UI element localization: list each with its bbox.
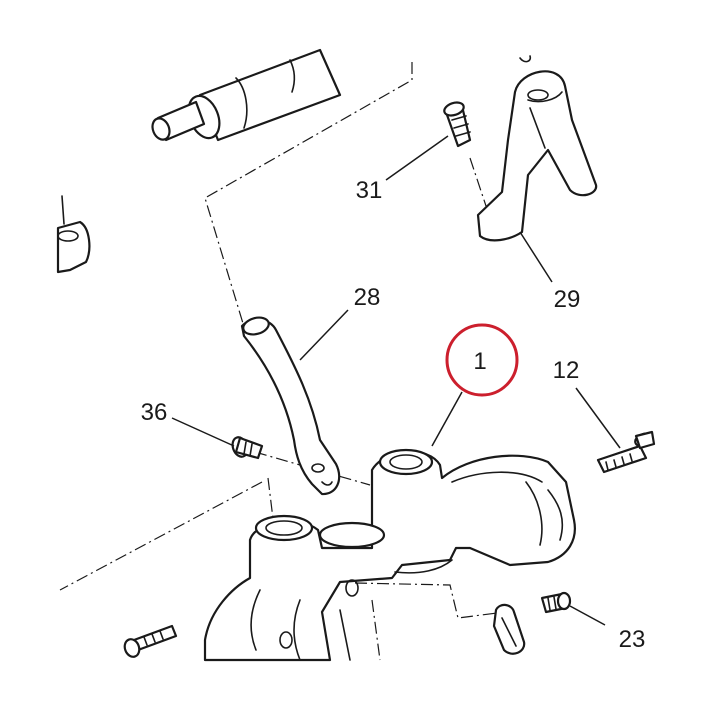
callout-31: 31: [356, 177, 383, 204]
part-1-clamp: [203, 448, 576, 662]
highlight-ring: [445, 323, 519, 397]
part-29-bracket: [476, 55, 598, 242]
callout-23: 23: [619, 626, 646, 653]
leader-lines: [171, 135, 621, 626]
screw-36: [231, 436, 264, 460]
clip-part: [492, 603, 526, 655]
screw-12: [596, 430, 656, 474]
shaft-part: [151, 48, 342, 142]
part-28-arm: [240, 316, 341, 496]
screw-23: [540, 591, 572, 614]
screw-31: [443, 101, 472, 148]
callout-36: 36: [141, 399, 168, 426]
callout-28: 28: [354, 284, 381, 311]
partial-part-left: [56, 195, 91, 274]
callout-29: 29: [554, 286, 581, 313]
screw-bottom-left: [123, 624, 178, 658]
callout-1: 1: [473, 348, 486, 375]
callout-12: 12: [553, 357, 580, 384]
